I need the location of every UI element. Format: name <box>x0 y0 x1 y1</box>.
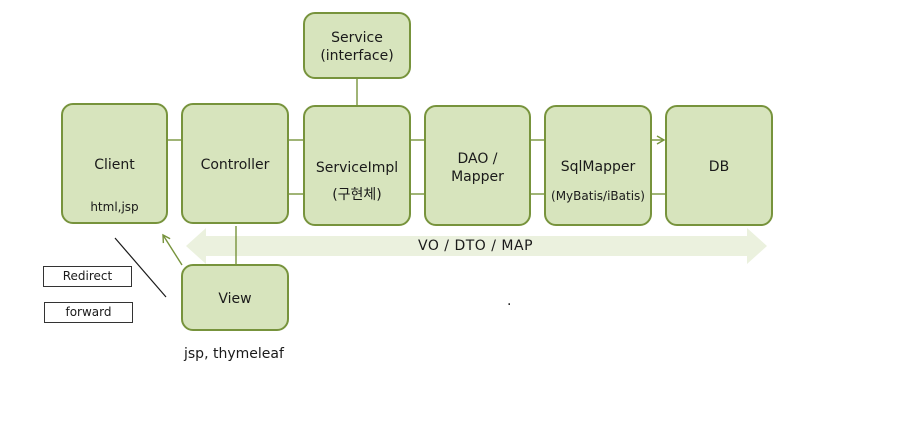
diagonal-stroke <box>114 237 167 298</box>
serviceimpl-sub-label: (구현체) <box>332 187 382 203</box>
sqlmapper-label: SqlMapper <box>560 159 636 175</box>
view-box: View <box>181 264 289 331</box>
vo-dto-map-band <box>186 228 767 264</box>
view-label: View <box>218 291 252 307</box>
db-label: DB <box>708 159 730 175</box>
client-tech-label: html,jsp <box>90 200 139 214</box>
db-box: DB <box>665 105 773 226</box>
controller-box: Controller <box>181 103 289 224</box>
sqlmapper-sub-label: (MyBatis/iBatis) <box>551 189 645 203</box>
serviceimpl-label: ServiceImpl <box>315 160 399 176</box>
vo-dto-map-label: VO / DTO / MAP <box>418 238 534 254</box>
dao-mapper-box: DAO / Mapper <box>424 105 531 226</box>
view-client-arrow <box>162 233 183 266</box>
service-interface-box: Service (interface) <box>303 12 411 79</box>
client-label: Client <box>94 157 135 173</box>
forward-label: forward <box>44 302 133 323</box>
service-interface-label: Service (interface) <box>320 30 394 64</box>
stray-dot: . <box>507 293 512 309</box>
dao-mapper-label: DAO / Mapper <box>451 151 504 185</box>
client-box: Client html,jsp <box>61 103 168 224</box>
controller-label: Controller <box>200 157 270 173</box>
serviceimpl-box: ServiceImpl (구현체) <box>303 105 411 226</box>
view-tech-label: jsp, thymeleaf <box>184 346 284 362</box>
redirect-label: Redirect <box>43 266 132 287</box>
sqlmapper-box: SqlMapper (MyBatis/iBatis) <box>544 105 652 226</box>
